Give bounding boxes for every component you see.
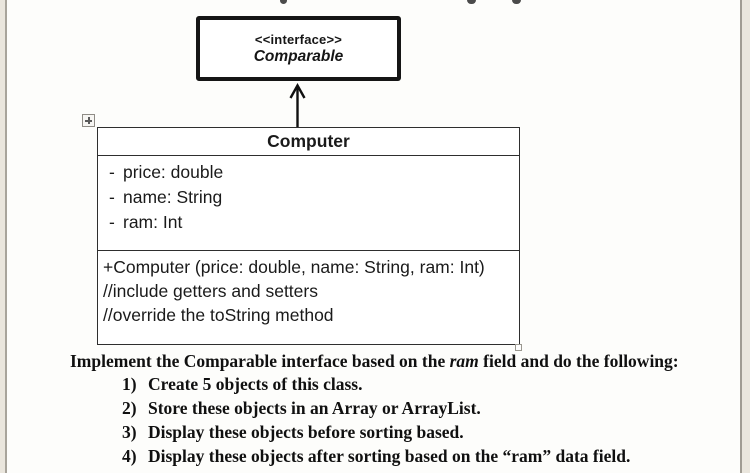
class-method: +Computer (price: double, name: String, …	[103, 257, 485, 277]
class-attribute: - price: double	[98, 160, 519, 185]
class-attributes-section: - price: double - name: String - ram: In…	[98, 156, 519, 251]
attribute-bullet: -	[109, 162, 115, 182]
realization-arrow-icon	[289, 83, 306, 129]
attribute-text: ram: Int	[123, 212, 183, 232]
attribute-text: price: double	[123, 162, 224, 182]
move-handle-cross-vertical	[88, 117, 90, 124]
intro-italic-ram: ram	[449, 351, 479, 371]
task-text: Create 5 objects of this class.	[148, 374, 363, 394]
task-number: 3)	[122, 422, 137, 442]
intro-text-prefix: Implement the Comparable interface based…	[70, 351, 450, 371]
cropped-text-fragment	[467, 0, 476, 4]
attribute-bullet: -	[109, 187, 115, 207]
task-number: 1)	[122, 374, 137, 394]
interface-name: Comparable	[253, 47, 344, 65]
cropped-text-fragment	[280, 0, 287, 4]
uml-interface-box: <<interface>> Comparable	[196, 16, 401, 81]
uml-class-box: Computer - price: double - name: String …	[97, 127, 520, 345]
class-method: //override the toString method	[103, 305, 334, 325]
cropped-text-fragment	[512, 0, 521, 4]
table-resize-handle[interactable]	[515, 344, 522, 351]
class-attribute: - ram: Int	[98, 210, 519, 235]
class-attribute: - name: String	[98, 185, 519, 210]
task-list: 1) Create 5 objects of this class. 2) St…	[122, 374, 630, 470]
task-text: Store these objects in an Array or Array…	[148, 398, 481, 418]
task-item-3: 3) Display these objects before sorting …	[122, 422, 630, 446]
task-text: Display these objects before sorting bas…	[148, 422, 464, 442]
page-edge-right	[739, 0, 750, 473]
attribute-text: name: String	[123, 187, 223, 207]
page-edge-left	[0, 0, 7, 473]
task-text: Display these objects after sorting base…	[148, 446, 631, 466]
class-name: Computer	[98, 128, 519, 156]
class-method: //include getters and setters	[103, 281, 318, 301]
task-number: 4)	[122, 446, 137, 466]
attribute-bullet: -	[109, 212, 115, 232]
task-item-2: 2) Store these objects in an Array or Ar…	[122, 398, 630, 422]
class-methods-section: +Computer (price: double, name: String, …	[98, 251, 519, 327]
instructions-intro: Implement the Comparable interface based…	[70, 351, 679, 372]
task-item-4: 4) Display these objects after sorting b…	[122, 446, 630, 470]
task-item-1: 1) Create 5 objects of this class.	[122, 374, 630, 398]
task-number: 2)	[122, 398, 137, 418]
intro-text-suffix: field and do the following:	[478, 351, 679, 371]
table-move-handle-icon[interactable]	[82, 114, 95, 127]
interface-stereotype: <<interface>>	[254, 31, 343, 47]
